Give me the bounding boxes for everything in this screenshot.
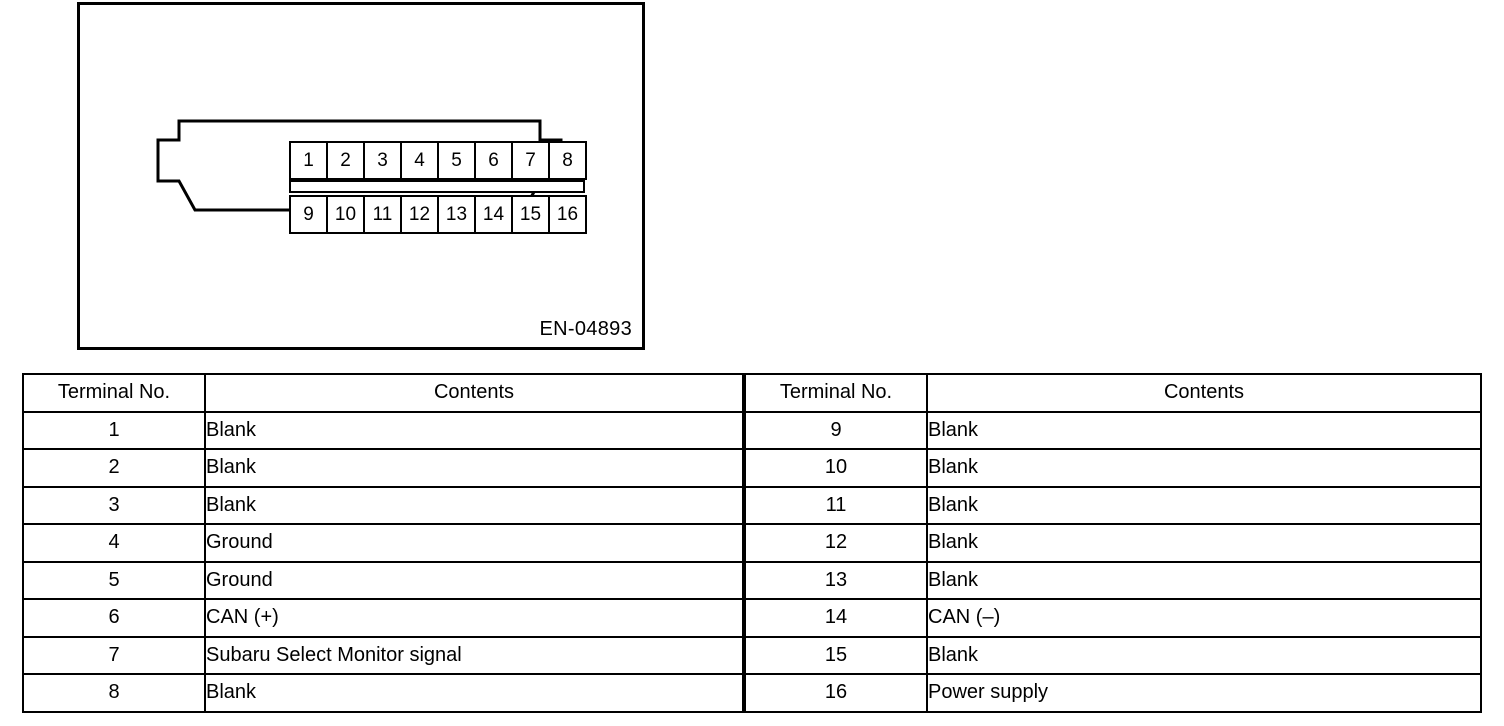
- cell-contents: Blank: [204, 673, 744, 713]
- terminal-table-left: Terminal No. Contents 1 Blank 2 Blank 3 …: [22, 373, 744, 713]
- cell-contents: Blank: [926, 635, 1482, 675]
- table-row: 6 CAN (+): [22, 598, 744, 638]
- terminal-tables: Terminal No. Contents 1 Blank 2 Blank 3 …: [22, 373, 1482, 713]
- table-row: 4 Ground: [22, 523, 744, 563]
- pin-cell: 15: [511, 195, 550, 234]
- cell-contents: CAN (+): [204, 598, 744, 638]
- table-row: 15 Blank: [744, 635, 1482, 675]
- table-row: 11 Blank: [744, 485, 1482, 525]
- pin-row-top: 1 2 3 4 5 6 7 8: [289, 141, 587, 180]
- cell-terminal-no: 4: [22, 523, 206, 563]
- connector-figure-panel: 1 2 3 4 5 6 7 8 9 10 11 12 13 14 15 16 E…: [77, 2, 645, 350]
- cell-terminal-no: 14: [744, 598, 928, 638]
- header-contents: Contents: [204, 373, 744, 413]
- cell-contents: Blank: [204, 448, 744, 488]
- pin-cell: 16: [548, 195, 587, 234]
- pin-cell: 4: [400, 141, 439, 180]
- pin-cell: 5: [437, 141, 476, 180]
- cell-terminal-no: 13: [744, 560, 928, 600]
- pin-cell: 6: [474, 141, 513, 180]
- cell-contents: Blank: [926, 485, 1482, 525]
- cell-terminal-no: 3: [22, 485, 206, 525]
- pin-separator-bar: [289, 180, 585, 193]
- cell-contents: Ground: [204, 523, 744, 563]
- cell-contents: Blank: [926, 523, 1482, 563]
- table-row: 12 Blank: [744, 523, 1482, 563]
- header-contents: Contents: [926, 373, 1482, 413]
- header-terminal-no: Terminal No.: [22, 373, 206, 413]
- cell-contents: Ground: [204, 560, 744, 600]
- pin-cell: 3: [363, 141, 402, 180]
- pin-cell: 14: [474, 195, 513, 234]
- table-row: 5 Ground: [22, 560, 744, 600]
- pin-cell: 2: [326, 141, 365, 180]
- table-row: 2 Blank: [22, 448, 744, 488]
- pin-cell: 11: [363, 195, 402, 234]
- cell-terminal-no: 15: [744, 635, 928, 675]
- table-row: 8 Blank: [22, 673, 744, 713]
- cell-contents: Power supply: [926, 673, 1482, 713]
- cell-terminal-no: 11: [744, 485, 928, 525]
- table-row: 13 Blank: [744, 560, 1482, 600]
- pin-cell: 12: [400, 195, 439, 234]
- terminal-table-right: Terminal No. Contents 9 Blank 10 Blank 1…: [744, 373, 1482, 713]
- table-row: 16 Power supply: [744, 673, 1482, 713]
- header-terminal-no: Terminal No.: [744, 373, 928, 413]
- cell-terminal-no: 1: [22, 410, 206, 450]
- cell-contents: Subaru Select Monitor signal: [204, 635, 744, 675]
- pin-cell: 10: [326, 195, 365, 234]
- table-header-row: Terminal No. Contents: [22, 373, 744, 413]
- table-row: 9 Blank: [744, 410, 1482, 450]
- pin-cell: 7: [511, 141, 550, 180]
- cell-terminal-no: 6: [22, 598, 206, 638]
- cell-terminal-no: 7: [22, 635, 206, 675]
- pin-cell: 8: [548, 141, 587, 180]
- table-row: 3 Blank: [22, 485, 744, 525]
- cell-terminal-no: 8: [22, 673, 206, 713]
- cell-contents: CAN (–): [926, 598, 1482, 638]
- table-row: 7 Subaru Select Monitor signal: [22, 635, 744, 675]
- pin-cell: 1: [289, 141, 328, 180]
- cell-contents: Blank: [926, 560, 1482, 600]
- cell-terminal-no: 5: [22, 560, 206, 600]
- cell-terminal-no: 16: [744, 673, 928, 713]
- pin-cell: 9: [289, 195, 328, 234]
- table-row: 10 Blank: [744, 448, 1482, 488]
- table-row: 14 CAN (–): [744, 598, 1482, 638]
- table-row: 1 Blank: [22, 410, 744, 450]
- cell-terminal-no: 12: [744, 523, 928, 563]
- cell-contents: Blank: [926, 410, 1482, 450]
- cell-contents: Blank: [926, 448, 1482, 488]
- table-header-row: Terminal No. Contents: [744, 373, 1482, 413]
- pin-cell: 13: [437, 195, 476, 234]
- cell-terminal-no: 2: [22, 448, 206, 488]
- cell-terminal-no: 9: [744, 410, 928, 450]
- cell-contents: Blank: [204, 410, 744, 450]
- figure-caption: EN-04893: [539, 318, 632, 340]
- cell-contents: Blank: [204, 485, 744, 525]
- cell-terminal-no: 10: [744, 448, 928, 488]
- pin-row-bottom: 9 10 11 12 13 14 15 16: [289, 195, 587, 234]
